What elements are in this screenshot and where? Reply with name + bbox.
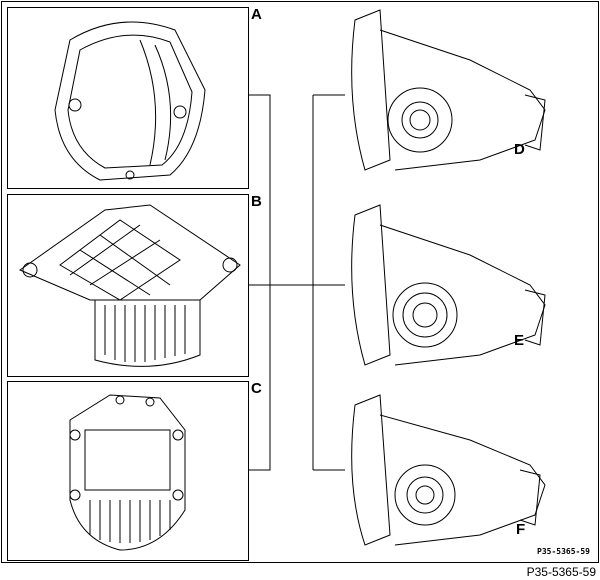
label-c: C	[251, 380, 262, 397]
cover-b-drawing	[18, 204, 241, 367]
figure-code: P35-5365-59	[526, 565, 596, 579]
label-f: F	[516, 521, 526, 538]
differential-d-drawing	[351, 9, 546, 171]
diagram-frame	[1, 1, 599, 563]
label-d: D	[514, 141, 525, 158]
cover-c-drawing	[69, 394, 186, 551]
cover-a-drawing	[54, 21, 206, 181]
label-b: B	[251, 193, 262, 210]
cover-a-box	[7, 7, 249, 189]
figure-code-small: P35-5365-59	[537, 547, 590, 556]
differential-e-drawing	[351, 204, 546, 366]
cover-c-box	[7, 381, 249, 561]
label-e: E	[514, 332, 525, 349]
connector-lines	[248, 94, 345, 471]
differential-f-drawing	[351, 394, 546, 546]
label-a: A	[251, 6, 262, 23]
